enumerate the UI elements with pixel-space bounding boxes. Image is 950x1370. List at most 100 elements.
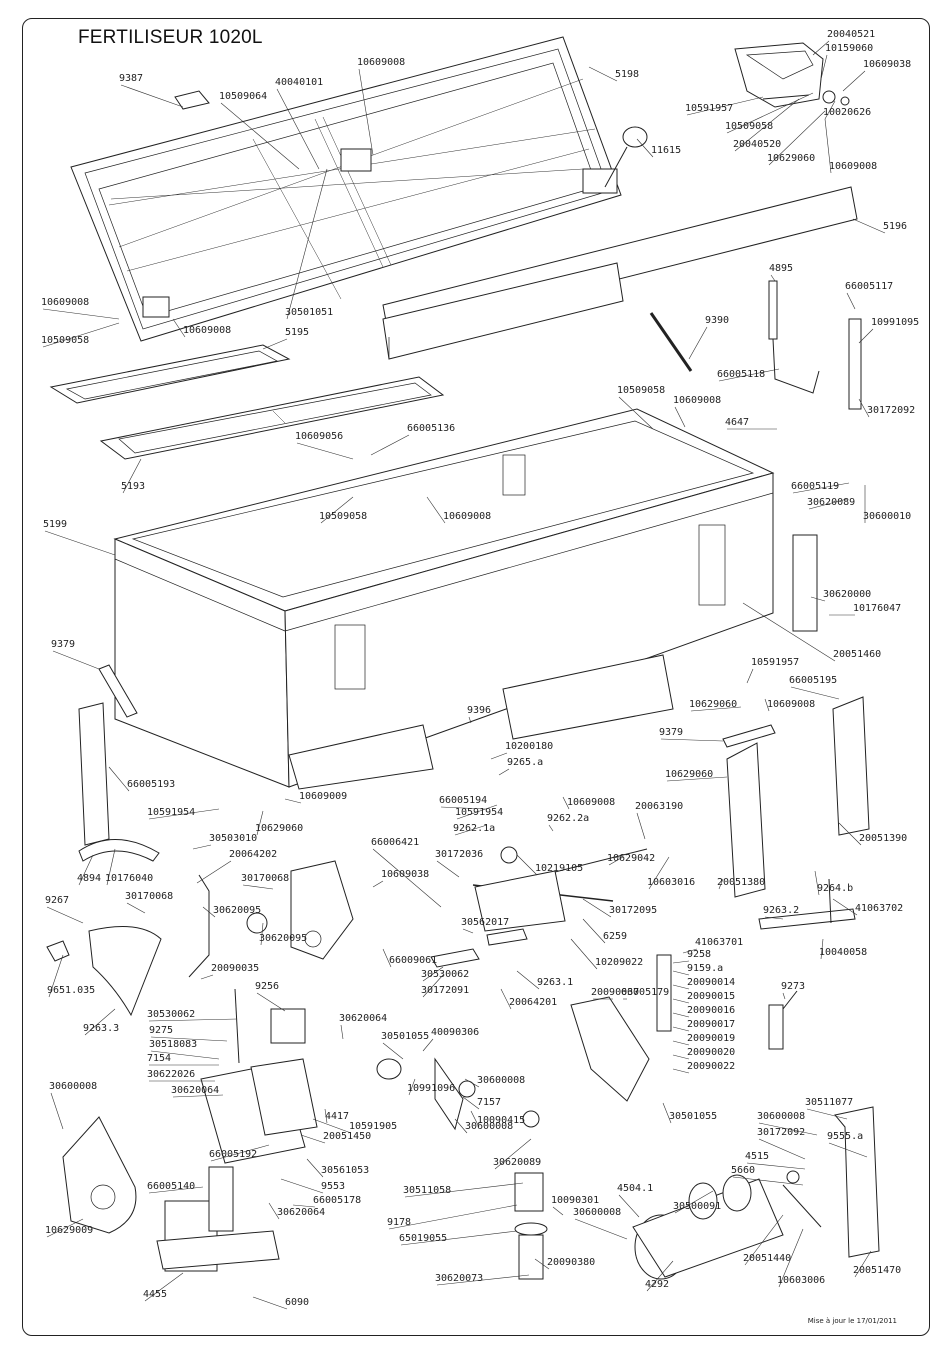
part-callout: 20064202 xyxy=(196,849,277,884)
part-callout: 4292 xyxy=(645,1260,674,1292)
leader-line xyxy=(340,1024,344,1040)
leader-line xyxy=(672,960,690,964)
leader-line xyxy=(426,496,446,524)
part-callout: 10629060 xyxy=(255,810,303,836)
leader-line xyxy=(148,1018,238,1022)
part-callout: 6090 xyxy=(252,1296,309,1310)
part-callout: 5660 xyxy=(731,1165,804,1186)
mounting-frame xyxy=(200,988,318,1164)
part-number-label: 10609008 xyxy=(767,699,815,710)
part-number-label: 66005118 xyxy=(717,369,765,380)
part-callout: 66005118 xyxy=(717,368,780,382)
part-number-label: 20090035 xyxy=(211,963,259,974)
part-number-label: 30503010 xyxy=(209,833,257,844)
part-callout: 30530062 xyxy=(421,966,469,982)
lever-knob xyxy=(604,126,648,188)
part-number-label: 30530062 xyxy=(147,1009,195,1020)
part-callout: 20051460 xyxy=(742,602,881,662)
part-number-label: 10509058 xyxy=(725,121,773,132)
leader-line xyxy=(672,1012,690,1018)
leader-line xyxy=(44,530,116,556)
stand-assembly xyxy=(156,1166,280,1272)
part-number-label: 20090022 xyxy=(687,1061,735,1072)
part-number-label: 9263.3 xyxy=(83,1023,119,1034)
leader-line xyxy=(810,596,826,602)
update-date: Mise à jour le 17/01/2011 xyxy=(807,1317,897,1325)
part-number-label: 30620089 xyxy=(493,1157,541,1168)
part-number-label: 10603006 xyxy=(777,1275,825,1286)
part-number-label: 10020626 xyxy=(823,107,871,118)
leader-line xyxy=(260,922,264,946)
part-number-label: 10629060 xyxy=(665,769,713,780)
leader-line xyxy=(440,806,486,810)
leader-line xyxy=(820,54,828,80)
leader-line xyxy=(618,1194,640,1218)
part-callout: 10609008 xyxy=(172,318,231,338)
leader-line xyxy=(48,954,64,998)
part-number-label: 10609008 xyxy=(357,57,405,68)
part-callout: 10020626 xyxy=(823,100,871,120)
part-callout: 10609038 xyxy=(372,869,429,888)
part-number-label: 30600010 xyxy=(863,511,911,522)
part-callout: 30530062 xyxy=(147,1009,238,1022)
part-number-label: 30530062 xyxy=(421,969,469,980)
leader-line xyxy=(320,496,354,524)
part-number-label: 30620073 xyxy=(435,1273,483,1284)
fitting-cylinder xyxy=(514,1110,544,1212)
leader-line xyxy=(672,1026,690,1032)
pipe-fitting xyxy=(768,990,798,1050)
part-callout: 10509058 xyxy=(725,92,814,134)
part-callout: 30500091 xyxy=(673,1190,721,1214)
part-number-label: 30501055 xyxy=(669,1111,717,1122)
part-callout: 20090035 xyxy=(200,963,259,980)
part-number-label: 4894 xyxy=(77,873,101,884)
part-number-label: 10591905 xyxy=(349,1121,397,1132)
part-number-label: 66005179 xyxy=(621,987,669,998)
part-number-label: 5660 xyxy=(731,1165,755,1176)
part-callout: 9264.b xyxy=(814,870,853,896)
leader-line xyxy=(662,1102,672,1124)
part-number-label: 10991096 xyxy=(407,1083,455,1094)
part-number-label: 7154 xyxy=(147,1053,171,1064)
part-number-label: 7157 xyxy=(477,1097,501,1108)
part-number-label: 9555.a xyxy=(827,1131,863,1142)
tube-bracket xyxy=(834,1106,880,1258)
part-number-label: 30620064 xyxy=(339,1013,387,1024)
leader-line xyxy=(534,1258,550,1270)
part-callout: 30620064 xyxy=(339,1013,387,1040)
leader-line xyxy=(858,398,870,418)
part-number-label: 30170068 xyxy=(241,873,289,884)
part-callout: 30620089 xyxy=(493,1138,541,1170)
part-number-label: 9258 xyxy=(687,949,711,960)
part-callout: 20090016 xyxy=(672,1005,735,1018)
part-callout: 10629009 xyxy=(45,1218,93,1238)
leader-line xyxy=(764,916,784,920)
part-callout: 40090306 xyxy=(422,1027,479,1052)
leader-line xyxy=(746,1162,806,1170)
leader-line xyxy=(672,984,690,990)
part-callout: 10509064 xyxy=(219,91,300,170)
part-number-label: 4895 xyxy=(769,263,793,274)
part-callout: 4647 xyxy=(725,417,777,430)
part-callout: 9178 xyxy=(387,1204,518,1230)
part-callout: 66005119 xyxy=(791,481,850,494)
part-callout: 9262.2a xyxy=(547,813,589,832)
part-number-label: 20051460 xyxy=(833,649,881,660)
leader-line xyxy=(42,322,120,348)
part-number-label: 10200180 xyxy=(505,741,553,752)
part-callout: 4455 xyxy=(143,1272,184,1302)
leader-line xyxy=(404,1182,524,1198)
part-callout: 9159.a xyxy=(672,963,723,976)
part-callout: 30503010 xyxy=(192,833,257,850)
part-callout: 10629060 xyxy=(665,769,728,782)
part-callout: 10609008 xyxy=(673,395,721,428)
part-number-label: 4417 xyxy=(325,1111,349,1122)
part-number-label: 10509064 xyxy=(219,91,267,102)
leader-line xyxy=(462,928,474,934)
part-callout: 66005194 xyxy=(439,795,487,810)
part-callout: 65019055 xyxy=(399,1230,518,1246)
part-number-label: 9553 xyxy=(321,1181,345,1192)
part-number-label: 66005178 xyxy=(313,1195,361,1206)
part-callout: 30170068 xyxy=(241,873,289,890)
part-number-label: 9390 xyxy=(705,315,729,326)
